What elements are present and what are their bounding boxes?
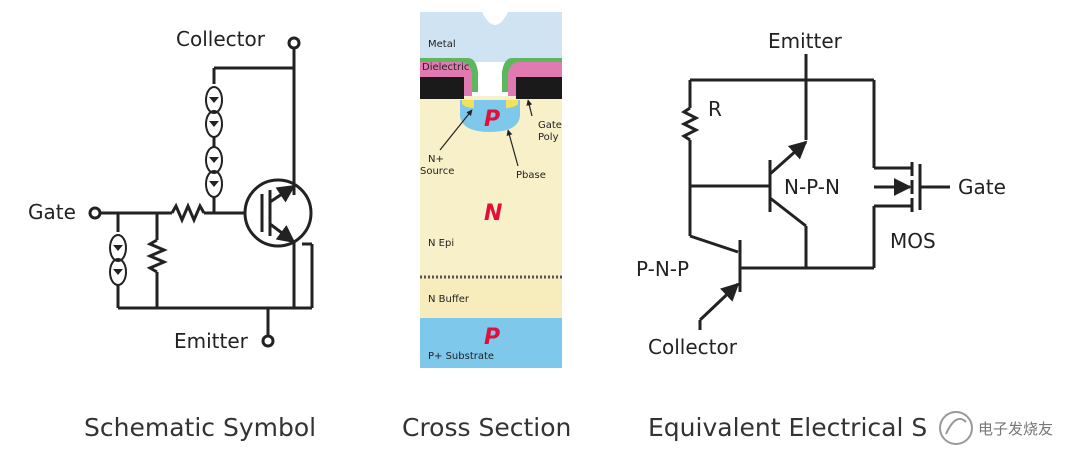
equivalent-caption: Equivalent Electrical S bbox=[648, 413, 927, 442]
eq-npn-label: N-P-N bbox=[784, 175, 840, 199]
eq-mos-label: MOS bbox=[890, 229, 936, 253]
cs-p-top-label: P bbox=[484, 107, 500, 132]
cs-p-substrate-label: P+ Substrate bbox=[428, 351, 494, 362]
cross-section-caption: Cross Section bbox=[402, 413, 571, 442]
cross-section-panel bbox=[420, 12, 562, 368]
gate-zener-pair bbox=[109, 234, 127, 286]
eq-r-label: R bbox=[708, 97, 722, 121]
eq-collector-label: Collector bbox=[648, 335, 738, 359]
cs-n-epi-label: N Epi bbox=[428, 238, 454, 249]
collector-terminal bbox=[287, 36, 301, 50]
schematic-gate-label: Gate bbox=[28, 200, 76, 224]
cs-n-big-label: N bbox=[484, 201, 502, 226]
schematic-emitter-label: Emitter bbox=[174, 329, 249, 353]
gate-poly-left bbox=[420, 77, 464, 99]
equivalent-circuit-panel bbox=[680, 54, 950, 330]
gate-resistor bbox=[170, 202, 206, 224]
schematic-symbol-panel bbox=[88, 36, 314, 348]
metal-layer bbox=[420, 12, 562, 62]
equivalent-resistor bbox=[680, 106, 700, 142]
shunt-resistor bbox=[146, 238, 168, 274]
p-substrate-region bbox=[420, 318, 562, 368]
cs-dielectric-label: Dielectric bbox=[422, 62, 469, 73]
eq-gate-label: Gate bbox=[958, 175, 1006, 199]
eq-pnp-label: P-N-P bbox=[636, 257, 689, 281]
eq-emitter-label: Emitter bbox=[768, 29, 843, 53]
cs-p-bottom-label: P bbox=[484, 325, 500, 350]
schematic-caption: Schematic Symbol bbox=[84, 413, 316, 442]
cs-metal-label: Metal bbox=[428, 39, 456, 50]
gate-poly-right bbox=[516, 77, 562, 99]
emitter-terminal bbox=[261, 334, 275, 348]
igbt-symbol-circle bbox=[243, 178, 313, 248]
watermark: 电子发烧友 bbox=[939, 411, 1053, 445]
cs-n-source-label: N+Source bbox=[420, 154, 454, 177]
pbase-region bbox=[460, 100, 520, 132]
schematic-collector-label: Collector bbox=[176, 27, 266, 51]
cs-n-buffer-label: N Buffer bbox=[428, 294, 470, 305]
n-buffer-region bbox=[420, 276, 562, 318]
gate-terminal bbox=[88, 206, 102, 220]
cs-pbase-label: Pbase bbox=[516, 170, 546, 181]
watermark-text: 电子发烧友 bbox=[978, 420, 1053, 438]
